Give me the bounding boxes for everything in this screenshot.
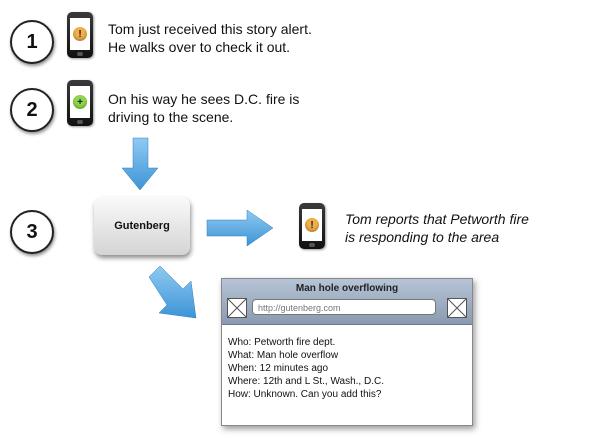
step-1-caption-line-1: Tom just received this story alert. <box>108 21 312 37</box>
alert-badge-icon: ! <box>73 27 87 41</box>
phone-alert-icon: ! <box>67 12 93 58</box>
phone-add-icon: + <box>67 80 93 126</box>
url-field[interactable]: http://gutenberg.com <box>252 299 436 315</box>
step-1-caption: Tom just received this story alert. He w… <box>108 20 312 56</box>
story-line: How: Unknown. Can you add this? <box>228 389 382 400</box>
step-2-number: 2 <box>26 98 38 121</box>
step-3-circle: 3 <box>10 210 54 254</box>
step-3-caption: Tom reports that Petworth fire is respon… <box>345 210 529 246</box>
browser-window: Man hole overflowing http://gutenberg.co… <box>221 278 473 426</box>
step-2-caption-line-1: On his way he sees D.C. fire is <box>108 91 300 107</box>
step-3-caption-line-2: is responding to the area <box>345 229 500 245</box>
step-3-caption-line-1: Tom reports that Petworth fire <box>345 211 529 227</box>
step-3-number: 3 <box>26 220 38 243</box>
step-1-circle: 1 <box>10 20 54 64</box>
gutenberg-label: Gutenberg <box>114 220 170 232</box>
arrow-diagonal-icon <box>148 265 197 319</box>
step-2-caption: On his way he sees D.C. fire is driving … <box>108 90 299 126</box>
arrow-down-icon <box>121 137 159 191</box>
story-line: Who: Petworth fire dept. <box>228 337 336 348</box>
browser-title: Man hole overflowing <box>295 283 399 294</box>
add-symbol: + <box>77 96 83 108</box>
add-badge-icon: + <box>73 95 87 109</box>
story-line: When: 12 minutes ago <box>228 363 329 374</box>
step-1-number: 1 <box>26 30 38 53</box>
report-alert-symbol: ! <box>310 219 314 231</box>
alert-symbol: ! <box>78 28 82 40</box>
phone-report-icon: ! <box>299 203 325 249</box>
back-placeholder-icon[interactable] <box>227 298 247 318</box>
story-details: Who: Petworth fire dept. What: Man hole … <box>228 336 384 401</box>
story-line: What: Man hole overflow <box>228 350 339 361</box>
step-1-caption-line-2: He walks over to check it out. <box>108 39 291 55</box>
gutenberg-box: Gutenberg <box>94 197 190 255</box>
step-2-circle: 2 <box>10 88 54 132</box>
forward-placeholder-icon[interactable] <box>447 298 467 318</box>
report-alert-badge-icon: ! <box>305 218 319 232</box>
step-2-caption-line-2: driving to the scene. <box>108 109 234 125</box>
arrow-right-icon <box>206 209 274 247</box>
story-line: Where: 12th and L St., Wash., D.C. <box>228 376 384 387</box>
browser-toolbar: Man hole overflowing http://gutenberg.co… <box>222 279 472 325</box>
